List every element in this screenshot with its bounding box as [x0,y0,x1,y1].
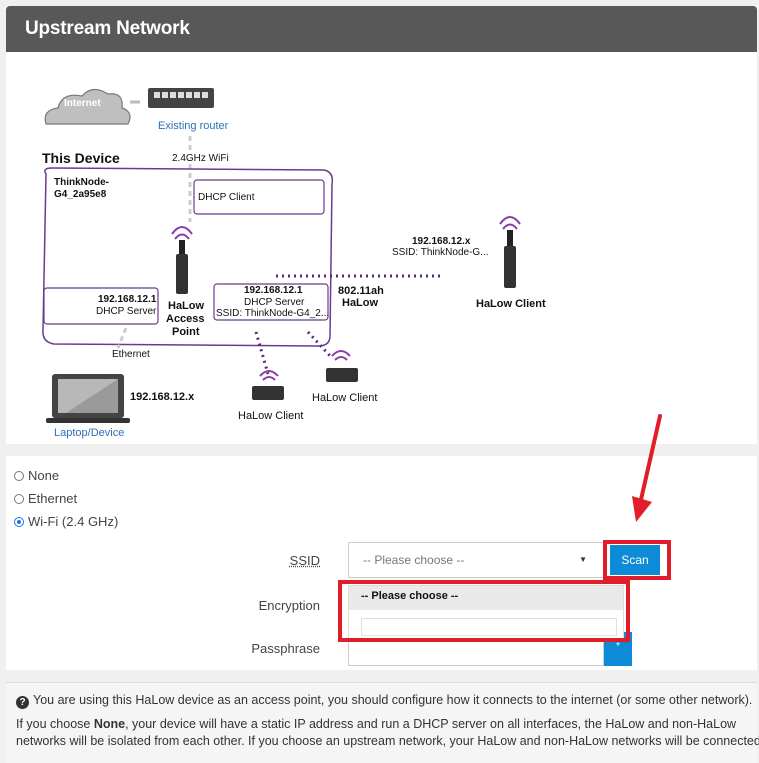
help-line-1-text: You are using this HaLow device as an ac… [33,693,753,707]
help-line-1: ? You are using this HaLow device as an a… [16,693,752,709]
device-name-line1: ThinkNode- [54,177,109,188]
wifi-label: 2.4GHz WiFi [172,153,229,164]
laptop-label: Laptop/Device [54,427,125,439]
halow-client-2-label: HaLow Client [312,392,378,404]
standard-line2: HaLow [342,297,379,309]
radio-ethernet-label: Ethernet [28,491,78,506]
dropdown-highlight-box [338,580,630,642]
radio-none-option[interactable]: None [14,468,59,483]
help-line-2-bold: None [93,717,126,731]
scan-highlight-box [603,540,671,580]
radio-ethernet-option[interactable]: Ethernet [14,491,77,506]
device-name-line2: G4_2a95e8 [54,189,107,200]
encryption-option[interactable]: -- Please choose -- [349,586,623,610]
existing-router-label: Existing router [158,120,229,132]
standard-line1: 802.11ah [338,285,384,297]
dhcp-client-label: DHCP Client [198,192,255,203]
radio-wifi-label: Wi-Fi (2.4 GHz) [28,514,119,529]
ethernet-label: Ethernet [112,349,150,360]
help-panel: ? You are using this HaLow device as an a… [6,682,759,763]
radio-none[interactable] [14,470,24,481]
internet-cloud-icon [44,88,131,125]
help-line-2: If you choose None, your device will hav… [16,717,736,731]
encryption-dropdown[interactable]: -- Please choose -- [348,585,624,641]
ssid-select[interactable]: -- Please choose -- ▼ [348,542,604,578]
passphrase-label: Passphrase [251,641,320,656]
diagram-graphics [42,88,521,423]
halow-dhcp-label: DHCP Server [244,297,305,308]
halow-client-2-icon [326,350,358,382]
remote-ssid-label: SSID: ThinkNode-G... [392,247,489,258]
help-line-2-pre: If you choose [16,717,94,731]
laptop-ip-label: 192.168.12.x [130,391,195,403]
this-device-label: This Device [42,150,120,166]
access-point-icon [171,226,193,294]
remote-client-label: HaLow Client [476,298,546,310]
chevron-down-icon: ▼ [579,555,587,564]
remote-client-icon [499,216,521,288]
radio-ethernet[interactable] [14,493,24,504]
page-title: Upstream Network [25,18,190,39]
help-line-3: networks will be isolated from each othe… [16,734,759,748]
annotation-arrow-icon [632,414,662,522]
lan-dhcp-label: DHCP Server [96,306,157,317]
radio-wifi-option[interactable]: Wi-Fi (2.4 GHz) [14,514,118,529]
router-icon [148,88,214,108]
ssid-label: SSID [289,553,320,568]
halow-ip-label: 192.168.12.1 [244,285,303,296]
laptop-icon [46,374,130,423]
radio-wifi[interactable] [14,516,24,527]
halow-ap-line1: HaLow [168,300,205,312]
question-icon: ? [16,696,29,709]
halow-ssid-label: SSID: ThinkNode-G4_2... [216,308,330,319]
encryption-dropdown-blank [361,618,617,636]
internet-label: Internet [64,98,101,109]
halow-client-1-icon [252,370,284,400]
ssid-select-value: -- Please choose -- [363,553,465,567]
network-diagram: Internet Existing router 2.4GHz WiFi Thi… [6,52,757,444]
halow-ap-line3: Point [172,326,200,338]
halow-ap-line2: Access [166,313,205,325]
radio-none-label: None [28,468,60,483]
remote-ip-label: 192.168.12.x [412,236,471,247]
scan-button[interactable]: Scan [610,545,660,575]
lan-ip-label: 192.168.12.1 [98,294,157,305]
help-line-2-post: , your device will have a static IP addr… [125,717,737,731]
encryption-label: Encryption [258,598,320,613]
page-header: Upstream Network [6,6,757,52]
halow-client-1-label: HaLow Client [238,410,304,422]
